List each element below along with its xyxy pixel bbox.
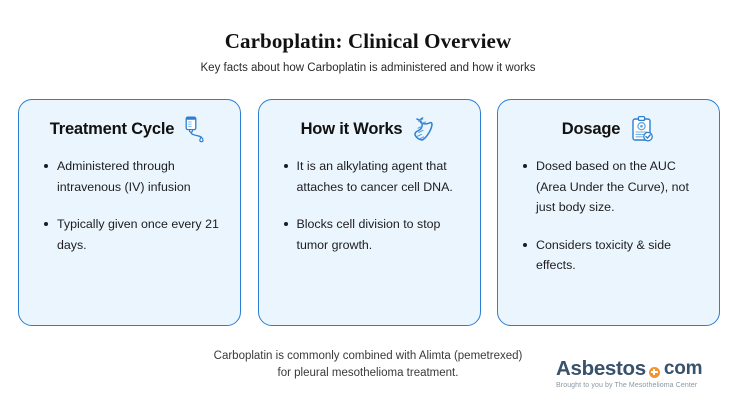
logo-tagline: Brought to you by The Mesothelioma Cente…	[556, 382, 698, 389]
card-row: Treatment Cycle Administered through int…	[18, 99, 720, 326]
card-how-it-works: How it Works	[257, 99, 481, 326]
logo-word: Asbestos	[556, 357, 646, 380]
logo-tld: com	[663, 358, 703, 379]
asbestos-com-logo: Asbestos com Brought to you by The Mesot…	[556, 358, 720, 400]
card-title: Treatment Cycle	[49, 119, 175, 138]
card-treatment-cycle: Treatment Cycle Administered through int…	[18, 99, 241, 326]
bullet-list: Administered through intravenous (IV) in…	[29, 156, 230, 255]
card-header: Treatment Cycle	[29, 114, 230, 144]
logo-wordmark: Asbestos com	[556, 358, 720, 380]
list-item: It is an alkylating agent that attaches …	[283, 156, 466, 197]
iv-drip-icon	[185, 116, 204, 143]
list-item: Blocks cell division to stop tumor growt…	[283, 214, 466, 255]
page-subtitle: Key facts about how Carboplatin is admin…	[200, 62, 536, 74]
footnote: Carboplatin is commonly combined with Al…	[0, 348, 736, 382]
list-item: Considers toxicity & side effects.	[522, 235, 705, 276]
card-title: How it Works	[300, 119, 403, 138]
footnote-line-2: for pleural mesothelioma treatment.	[277, 367, 459, 379]
dna-helix-icon	[414, 117, 434, 141]
card-dosage: Dosage Dosed based on the AUC (Ar	[497, 99, 720, 326]
header: Carboplatin: Clinical Overview Key facts…	[0, 28, 736, 76]
list-item: Dosed based on the AUC (Area Under the C…	[522, 156, 705, 218]
list-item: Typically given once every 21 days.	[43, 214, 226, 255]
medical-cross-icon	[648, 366, 660, 378]
clipboard-check-icon	[632, 115, 654, 142]
card-header: Dosage	[508, 114, 709, 144]
card-header: How it Works	[269, 114, 470, 144]
footnote-line-1: Carboplatin is commonly combined with Al…	[213, 350, 523, 362]
bullet-list: Dosed based on the AUC (Area Under the C…	[508, 156, 709, 276]
card-title: Dosage	[561, 119, 621, 138]
bullet-list: It is an alkylating agent that attaches …	[269, 156, 470, 255]
page-title: Carboplatin: Clinical Overview	[224, 29, 512, 53]
list-item: Administered through intravenous (IV) in…	[43, 156, 226, 197]
